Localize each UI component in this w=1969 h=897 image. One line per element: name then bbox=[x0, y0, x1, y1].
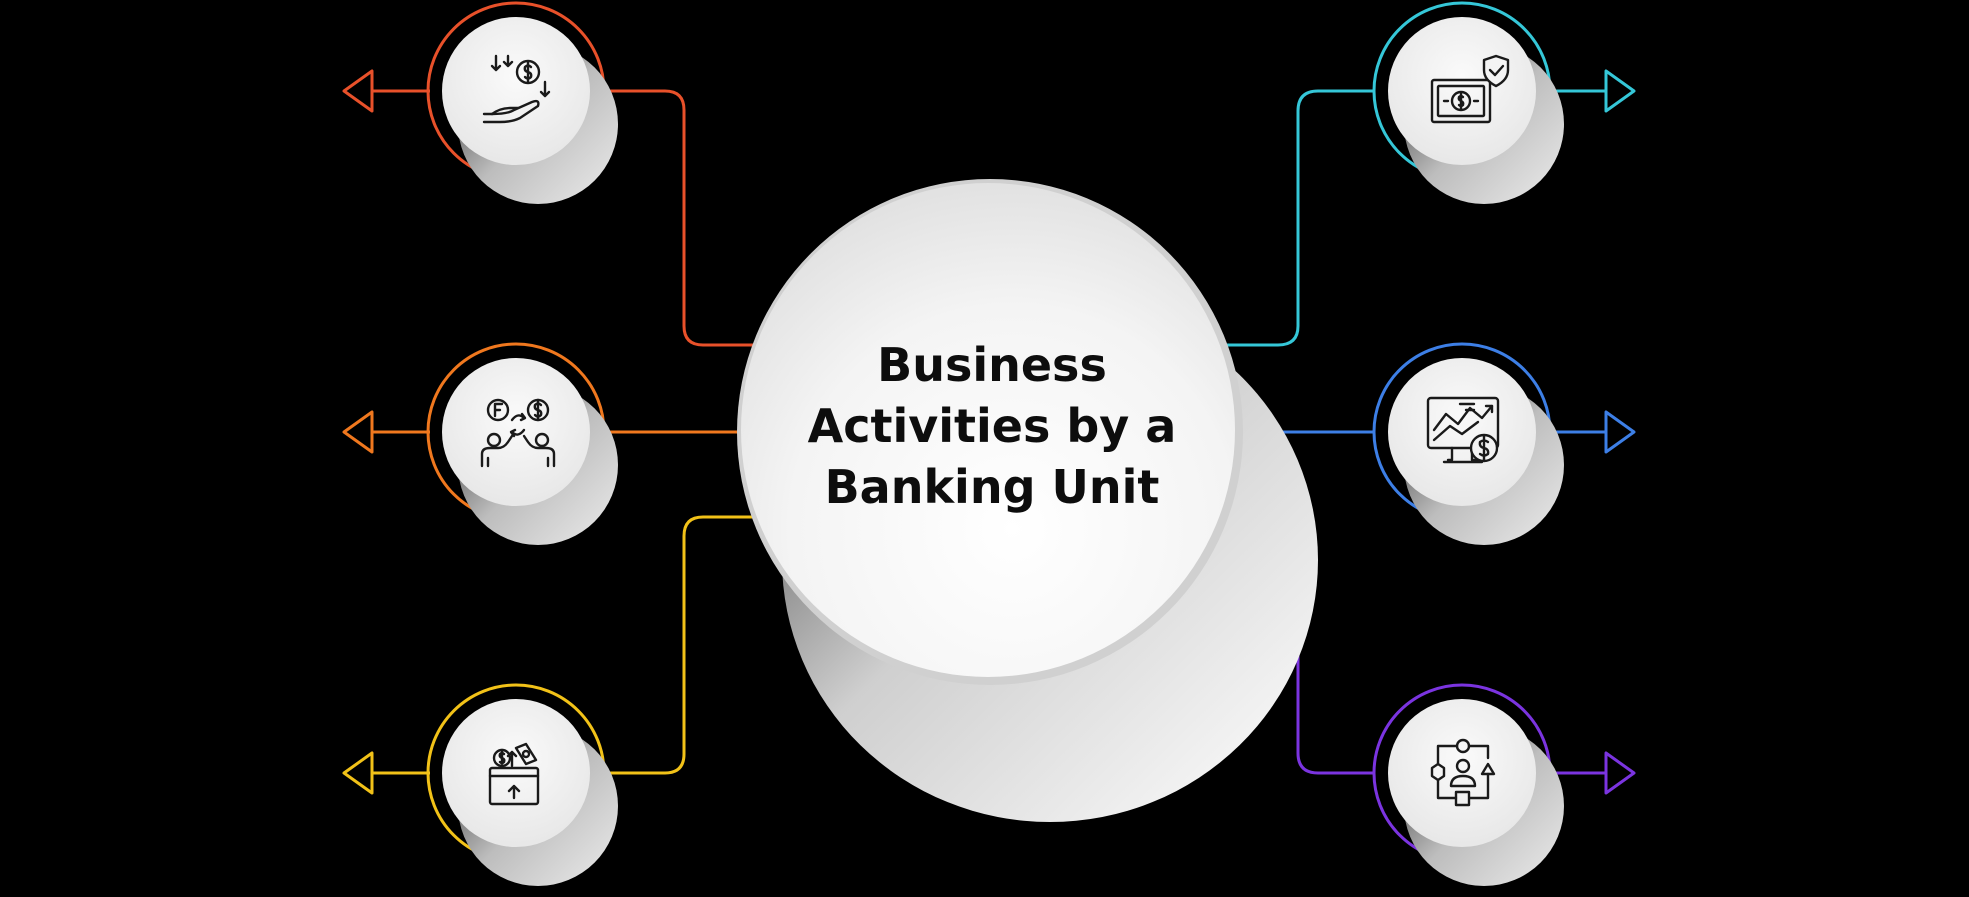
node-secure-money bbox=[1372, 1, 1636, 204]
center-circle bbox=[741, 183, 1235, 677]
node-currency-exchange bbox=[342, 342, 618, 545]
connector-deposits bbox=[604, 89, 760, 347]
arrow-left-icon bbox=[342, 410, 374, 454]
node-financial-analytics bbox=[1372, 342, 1636, 545]
connector-secure-money bbox=[1225, 89, 1374, 347]
person-workflow-icon bbox=[1430, 738, 1496, 807]
center-title-line-2: Activities by a bbox=[807, 399, 1177, 453]
center-title-line-3: Banking Unit bbox=[824, 460, 1160, 514]
arrow-right-icon bbox=[1604, 69, 1636, 113]
connector-savings-box bbox=[604, 515, 760, 775]
arrow-right-icon bbox=[1604, 751, 1636, 795]
arrow-left-icon bbox=[342, 751, 374, 795]
banknote-shield-icon bbox=[1430, 54, 1510, 124]
center-title: Business Activities by a Banking Unit bbox=[792, 335, 1192, 518]
center-title-line-1: Business bbox=[877, 338, 1107, 392]
arrow-right-icon bbox=[1604, 410, 1636, 454]
hand-receiving-money-icon bbox=[482, 54, 551, 124]
currency-exchange-people-icon bbox=[480, 398, 556, 468]
node-savings-box bbox=[342, 683, 618, 886]
node-workflow bbox=[1372, 683, 1636, 886]
arrow-left-icon bbox=[342, 69, 374, 113]
monitor-chart-dollar-icon bbox=[1426, 396, 1500, 464]
money-box-icon bbox=[488, 742, 540, 806]
center-node bbox=[737, 179, 1318, 822]
node-deposits bbox=[342, 1, 618, 204]
